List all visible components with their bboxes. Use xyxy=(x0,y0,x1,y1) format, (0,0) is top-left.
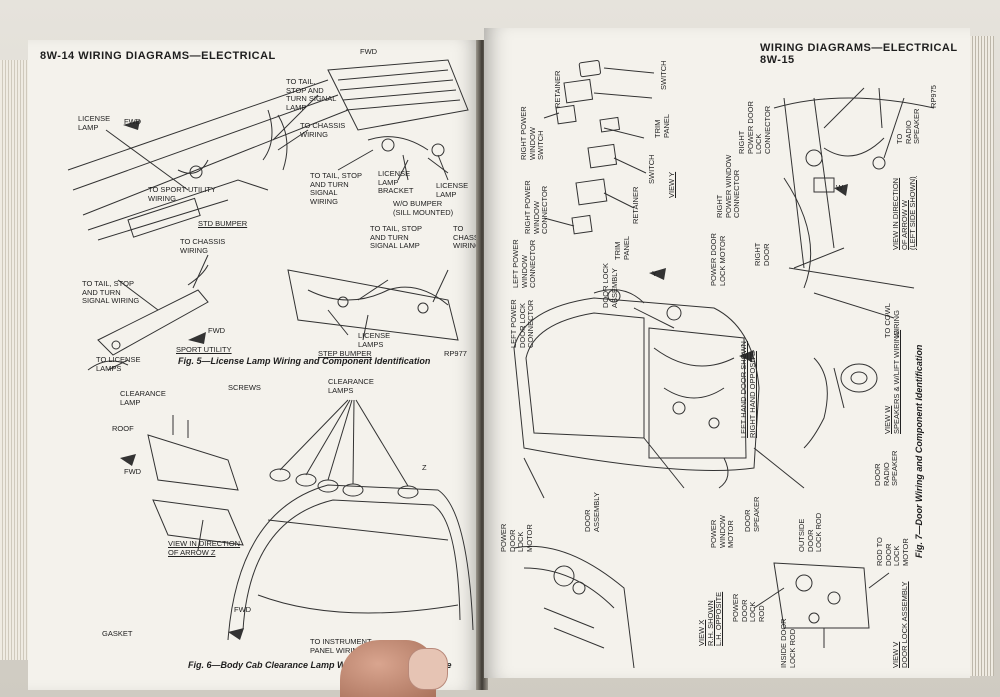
label-tail-stop-turn-lamp-2: TO TAIL, STOP AND TURN SIGNAL LAMP xyxy=(370,224,422,250)
label-switch-1: SWITCH xyxy=(659,60,668,90)
label-fwd-2: FWD xyxy=(360,47,378,56)
label-license-lamps-2: LICENSE LAMPS xyxy=(358,331,391,349)
label-rp-doorlock-connector: RIGHT POWER DOOR LOCK CONNECTOR xyxy=(737,101,772,154)
label-std-bumper: STD BUMPER xyxy=(198,219,248,228)
left-page: 8W-14 WIRING DIAGRAMS—ELECTRICAL xyxy=(28,40,486,690)
label-trim-panel-1: TRIM PANEL xyxy=(653,113,671,138)
label-door-lock-assembly: DOOR LOCK ASSEMBLY xyxy=(601,262,619,308)
label-rp-code-2: RP975 xyxy=(929,85,938,108)
fig5-6-line-art xyxy=(67,59,474,671)
label-view-v: VIEW V DOOR LOCK ASSEMBLY xyxy=(891,581,909,668)
arrow-v xyxy=(739,350,754,362)
label-right-door: RIGHT DOOR xyxy=(753,242,771,266)
label-power-door-lock-motor: POWER DOOR LOCK MOTOR xyxy=(709,233,727,286)
label-roof: ROOF xyxy=(112,424,134,433)
page-edge-stack-left xyxy=(0,60,32,660)
label-view-w-direction: VIEW IN DIRECTION OF ARROW W (LEFT SIDE … xyxy=(891,176,917,250)
label-retainer-1: RETAINER xyxy=(553,70,562,108)
label-z-arrow: Z xyxy=(422,463,427,472)
label-view-z: VIEW IN DIRECTION OF ARROW Z xyxy=(168,539,241,557)
fig5-caption: Fig. 5—License Lamp Wiring and Component… xyxy=(178,356,431,366)
label-fwd-1: FWD xyxy=(124,117,142,126)
label-power-window-motor: POWER WINDOW MOTOR xyxy=(709,515,735,548)
label-license-lamp-2: LICENSE LAMP xyxy=(436,181,469,199)
label-license-lamp-bracket: LICENSE LAMP BRACKET xyxy=(378,169,414,195)
label-tail-stop-turn-wiring-2: TO TAIL, STOP AND TURN SIGNAL WIRING xyxy=(82,279,140,305)
label-license-lamps-bottom: TO LICENSE LAMPS xyxy=(96,355,141,373)
label-license-lamp: LICENSE LAMP xyxy=(78,114,111,132)
label-sport-utility: SPORT UTILITY xyxy=(176,345,232,354)
label-tail-stop-turn-wiring-1: TO TAIL, STOP AND TURN SIGNAL WIRING xyxy=(310,171,362,206)
label-instrument-panel: TO INSTRUMENT PANEL WIRING xyxy=(310,637,372,655)
label-switch-2: SWITCH xyxy=(647,154,656,184)
label-chassis-wiring-3: TO CHASSIS WIRING xyxy=(453,224,486,250)
label-tail-stop-turn-lamp: TO TAIL, STOP AND TURN SIGNAL LAMP xyxy=(286,77,337,112)
label-view-x: VIEW X R.H. SHOWN L.H. OPPOSITE xyxy=(697,591,723,646)
label-retainer-2: RETAINER xyxy=(631,186,640,224)
label-wo-bumper: W/O BUMPER (SILL MOUNTED) xyxy=(393,199,454,217)
fwd-arrow-2 xyxy=(188,332,206,344)
label-screws: SCREWS xyxy=(228,383,261,392)
label-step-bumper: STEP BUMPER xyxy=(318,349,372,358)
fig6-caption: Fig. 6—Body Cab Clearance Lamp Wiring an… xyxy=(188,660,452,670)
right-page: WIRING DIAGRAMS—ELECTRICAL 8W-15 xyxy=(484,28,970,678)
label-door-radio-speaker: DOOR RADIO SPEAKER xyxy=(873,450,899,486)
label-chassis-wiring-1: TO CHASSIS WIRING xyxy=(300,121,346,139)
label-inside-door-lock-rod: INSIDE DOOR LOCK ROD xyxy=(779,618,797,668)
fwd-arrow-3 xyxy=(120,454,136,466)
fig7-caption: Fig. 7—Door Wiring and Component Identif… xyxy=(914,344,924,558)
label-view-w-speakers: VIEW W SPEAKERS & W/LIFT WIRING xyxy=(883,329,901,434)
label-door-speaker: DOOR SPEAKER xyxy=(743,496,761,532)
label-sport-utility-wiring: TO SPORT UTILITY WIRING xyxy=(148,185,216,203)
label-arrow-v: V xyxy=(742,351,748,360)
page-edge-stack-right xyxy=(970,36,994,676)
label-fwd-3: FWD xyxy=(208,326,226,335)
label-rp-window-switch: RIGHT POWER WINDOW SWITCH xyxy=(519,106,545,160)
label-rp-window-connector: RIGHT POWER WINDOW CONNECTOR xyxy=(523,180,549,234)
label-rod-to-door-lock-motor: ROD TO DOOR LOCK MOTOR xyxy=(875,537,910,566)
label-rp-code: RP977 xyxy=(444,349,467,358)
label-door-assembly: DOOR ASSEMBLY xyxy=(583,492,601,532)
fig7-line-art xyxy=(513,59,935,669)
label-fwd-4: FWD xyxy=(124,467,142,476)
label-chassis-wiring-2: TO CHASSIS WIRING xyxy=(180,237,226,255)
left-page-header: 8W-14 WIRING DIAGRAMS—ELECTRICAL xyxy=(40,50,276,62)
label-arrow-y: Y xyxy=(652,269,658,278)
label-arrow-w: W xyxy=(836,183,844,192)
label-gasket: GASKET xyxy=(102,629,133,638)
label-lp-doorlock-connector: LEFT POWER DOOR LOCK CONNECTOR xyxy=(509,299,535,348)
right-page-header: WIRING DIAGRAMS—ELECTRICAL 8W-15 xyxy=(760,42,958,66)
label-outside-door-lock-rod: OUTSIDE DOOR LOCK ROD xyxy=(797,512,823,552)
label-rp-window-conn-2: RIGHT POWER WINDOW CONNECTOR xyxy=(715,154,741,218)
label-power-door-lock-motor-2: POWER DOOR LOCK MOTOR xyxy=(499,523,534,552)
label-lp-window-connector: LEFT POWER WINDOW CONNECTOR xyxy=(511,239,537,288)
label-clearance-lamp: CLEARANCE LAMP xyxy=(120,389,166,407)
arrow-y xyxy=(649,268,666,280)
label-power-door-lock-rod: POWER DOOR LOCK ROD xyxy=(731,593,766,622)
label-trim-panel-2: TRIM PANEL xyxy=(613,235,631,260)
label-radio-speaker: TO RADIO SPEAKER xyxy=(895,108,921,144)
fwd-arrow-1 xyxy=(123,120,140,130)
thumbnail-nail xyxy=(408,648,448,690)
arrow-w xyxy=(834,184,848,196)
label-clearance-lamps: CLEARANCE LAMPS xyxy=(328,377,374,395)
fwd-arrow-4 xyxy=(228,628,244,640)
label-view-y: VIEW Y xyxy=(667,171,676,198)
label-fwd-5: FWD xyxy=(234,605,252,614)
